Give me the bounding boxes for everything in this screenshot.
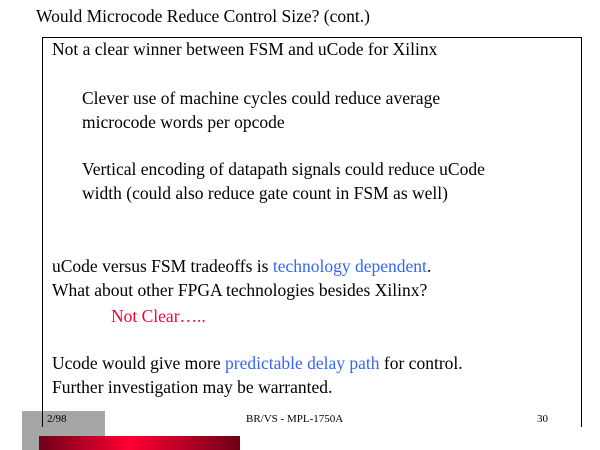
text: .: [426, 256, 432, 276]
page-number: 30: [537, 413, 548, 425]
footer-date: 2/98: [47, 413, 67, 425]
body-line: Not a clear winner between FSM and uCode…: [52, 39, 438, 59]
body-line: Clever use of machine cycles could reduc…: [82, 88, 441, 108]
body-line: width (could also reduce gate count in F…: [82, 183, 448, 203]
text: uCode versus FSM tradeoffs is: [52, 256, 273, 276]
footer-gradient-bar: [39, 436, 240, 450]
body-line: What about other FPGA technologies besid…: [52, 280, 428, 300]
alert-text: Not Clear…..: [111, 306, 206, 326]
body-line: uCode versus FSM tradeoffs is technology…: [52, 256, 431, 276]
slide-title: Would Microcode Reduce Control Size? (co…: [36, 6, 370, 26]
content-box: [42, 37, 582, 427]
body-line: Ucode would give more predictable delay …: [52, 353, 463, 373]
body-line: microcode words per opcode: [82, 112, 285, 132]
highlight-text: technology dependent: [272, 256, 427, 276]
text: Ucode would give more: [52, 353, 226, 373]
body-line: Vertical encoding of datapath signals co…: [82, 159, 485, 179]
body-line: Further investigation may be warranted.: [52, 377, 333, 397]
text: for control.: [379, 353, 463, 373]
footer-center: BR/VS - MPL-1750A: [246, 413, 344, 425]
highlight-text: predictable delay path: [225, 353, 380, 373]
